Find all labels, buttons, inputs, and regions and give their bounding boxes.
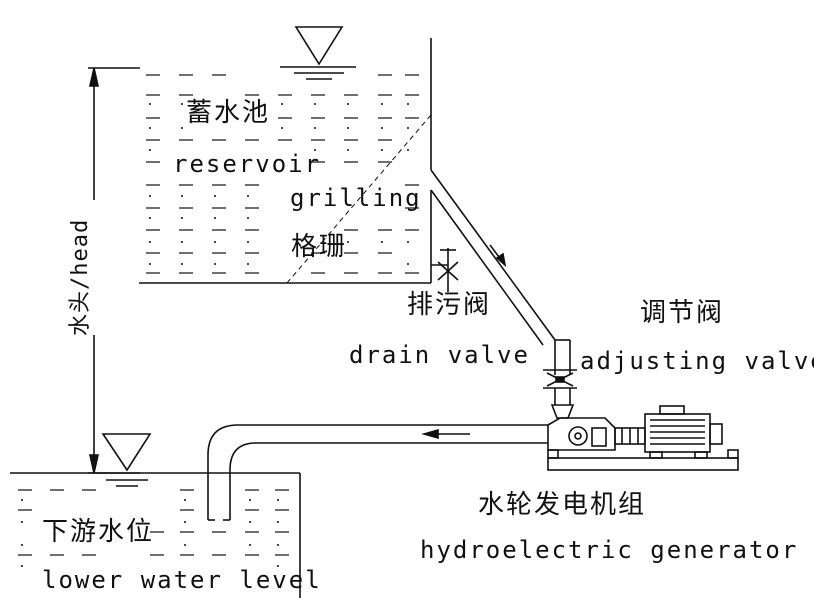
- lower-water-dashes: [18, 489, 289, 556]
- generator-base: [547, 457, 739, 471]
- turbine-hub: [568, 426, 588, 446]
- lower-level-triangle: [101, 433, 152, 472]
- grilling-line: [286, 114, 432, 284]
- penstock-outer: [430, 169, 556, 341]
- reservoir-label-zh: 蓄水池: [186, 98, 271, 128]
- head-label: 水头/head: [68, 218, 93, 336]
- lower-level-label-zh: 下游水位: [42, 517, 155, 547]
- drain-valve-body: [437, 261, 459, 281]
- reservoir-water-dashes: [146, 74, 419, 274]
- lower-level-label-en: lower water level: [42, 566, 322, 594]
- grilling-label-zh: 格珊: [291, 232, 348, 262]
- tail-pipe-bend-inner: [229, 442, 257, 520]
- head-arrow-down: [89, 454, 99, 474]
- generator-label-en: hydroelectric generator: [420, 536, 799, 564]
- penstock-inner: [430, 189, 544, 346]
- drain-valve-label-zh: 排污阀: [407, 290, 492, 320]
- adjusting-valve-label-en: adjusting valve: [580, 347, 814, 375]
- head-arrow-up: [89, 67, 99, 87]
- tail-pipe-bend-outer: [207, 424, 239, 520]
- generator-label-zh: 水轮发电机组: [478, 490, 647, 520]
- drain-valve-label-en: drain valve: [349, 341, 530, 369]
- grilling-label-en: grilling: [290, 184, 422, 212]
- upper-level-triangle: [294, 26, 344, 66]
- water-dots: [21, 103, 409, 567]
- adjusting-valve-label-zh: 调节阀: [640, 298, 725, 328]
- reservoir-label-en: reservoir: [173, 150, 322, 178]
